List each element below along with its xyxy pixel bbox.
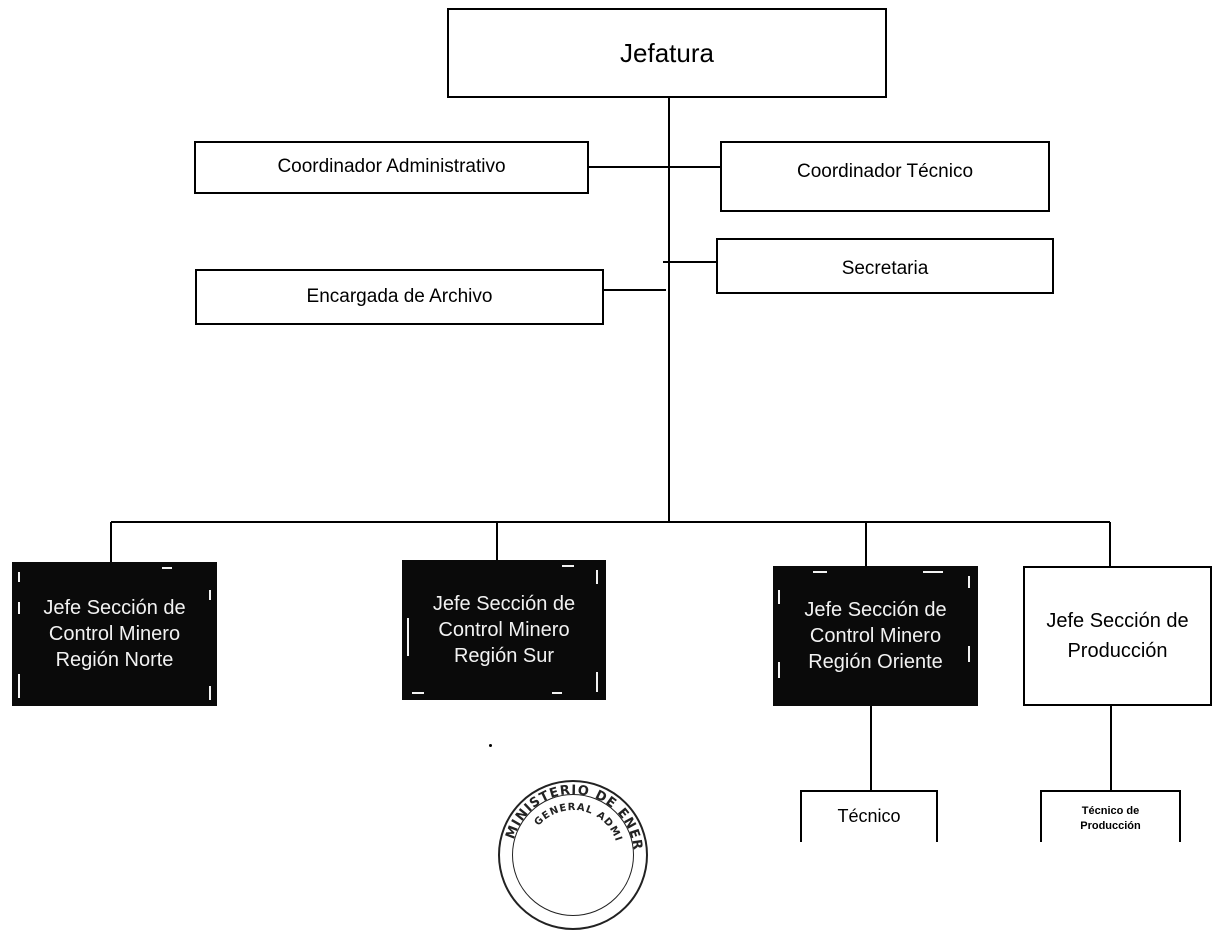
jefatura-label: Jefatura (620, 37, 714, 68)
jefe-seccion-norte-label: Jefe Sección de Control Minero Región No… (43, 597, 186, 671)
coordinador-administrativo-box: Coordinador Administrativo (194, 141, 589, 194)
jefatura-box: Jefatura (447, 8, 887, 98)
secretaria-box: Secretaria (716, 238, 1054, 294)
tecnico-label: Técnico (837, 806, 901, 827)
seal-outer-text: MINISTERIO DE ENERGÍA (498, 780, 645, 852)
jefe-seccion-oriente-label: Jefe Sección de Control Minero Región Or… (804, 599, 947, 673)
jefe-seccion-produccion-box: Jefe Sección de Producción (1023, 566, 1212, 706)
jefe-seccion-produccion-label: Jefe Sección de Producción (1046, 610, 1189, 662)
connector-lines (110, 98, 1112, 790)
jefe-seccion-sur-box: Jefe Sección de Control Minero Región Su… (402, 560, 606, 700)
jefe-seccion-oriente-box: Jefe Sección de Control Minero Región Or… (773, 566, 978, 706)
tecnico-produccion-box: Técnico de Producción (1040, 790, 1181, 842)
coordinador-tecnico-box: Coordinador Técnico (720, 141, 1050, 212)
jefe-seccion-sur-label: Jefe Sección de Control Minero Región Su… (432, 593, 576, 667)
secretaria-label: Secretaria (841, 258, 929, 279)
coordinador-tecnico-label: Coordinador Técnico (796, 161, 974, 182)
tecnico-box: Técnico (800, 790, 938, 842)
coordinador-administrativo-label: Coordinador Administrativo (277, 156, 506, 178)
tecnico-produccion-label: Técnico de Producción (1080, 805, 1141, 832)
seal-text-graphic: MINISTERIO DE ENERGÍA GENERAL ADMI (498, 780, 645, 852)
jefe-seccion-norte-box: Jefe Sección de Control Minero Región No… (12, 562, 217, 706)
encargada-archivo-label: Encargada de Archivo (306, 285, 493, 307)
stray-dot (489, 744, 492, 747)
encargada-archivo-box: Encargada de Archivo (195, 269, 604, 325)
official-seal: MINISTERIO DE ENERGÍA GENERAL ADMI (498, 780, 648, 930)
